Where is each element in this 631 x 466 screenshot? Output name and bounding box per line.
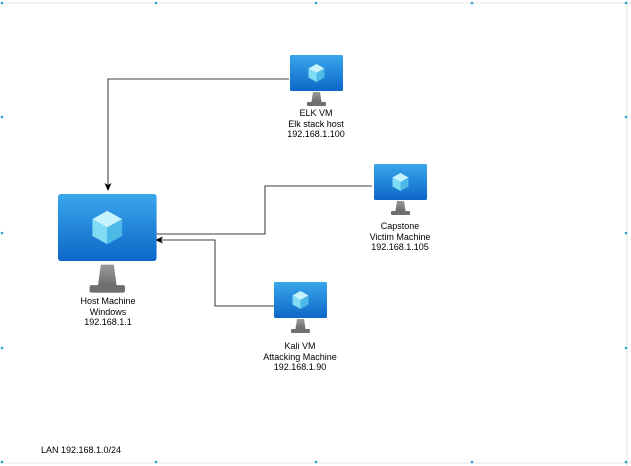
- elk-vm-name: ELK VM: [299, 108, 333, 118]
- capstone-ip: 192.168.1.105: [371, 242, 429, 252]
- kali-vm-icon[interactable]: [274, 282, 327, 333]
- elk-vm-role: Elk stack host: [288, 118, 344, 129]
- host-machine-name: Host Machine: [80, 296, 136, 306]
- host-machine-icon[interactable]: [58, 194, 157, 293]
- elk-vm-icon[interactable]: [290, 55, 343, 106]
- host-machine-ip: 192.168.1.1: [84, 317, 132, 327]
- connector-elk-to-host[interactable]: [104, 78, 289, 191]
- elk-vm-ip: 192.168.1.100: [287, 129, 345, 139]
- capstone-name: Capstone: [380, 221, 420, 231]
- capstone-icon[interactable]: [374, 164, 427, 215]
- capstone-label: Capstone Victim Machine 192.168.1.105: [350, 221, 450, 253]
- network-label: LAN 192.168.1.0/24: [41, 445, 122, 455]
- connector-capstone-to-host[interactable]: [149, 185, 372, 238]
- connector-kali-to-host[interactable]: [155, 236, 274, 307]
- host-machine-os: Windows: [89, 306, 127, 317]
- elk-vm-label: ELK VM Elk stack host 192.168.1.100: [266, 108, 366, 140]
- kali-vm-ip: 192.168.1.90: [273, 362, 327, 372]
- capstone-role: Victim Machine: [369, 231, 431, 242]
- host-machine-label: Host Machine Windows 192.168.1.1: [58, 296, 158, 328]
- kali-vm-label: Kali VM Attacking Machine 192.168.1.90: [250, 341, 350, 373]
- kali-vm-name: Kali VM: [284, 341, 316, 351]
- kali-vm-role: Attacking Machine: [263, 351, 337, 362]
